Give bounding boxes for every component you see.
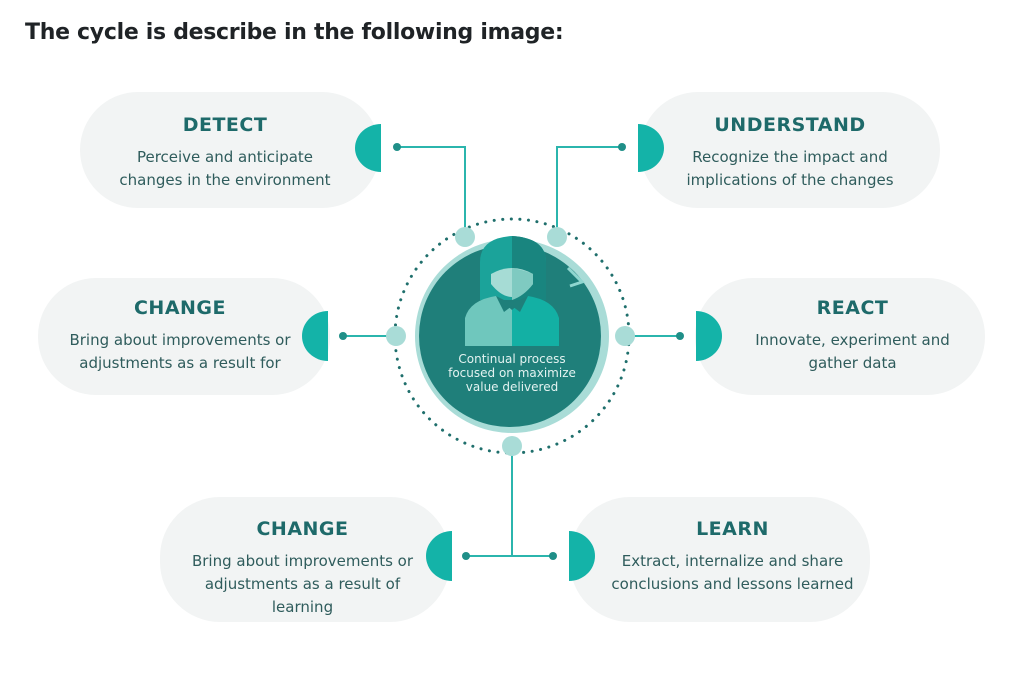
accent-react-icon (696, 311, 722, 361)
card-description: Bring about improvements or adjustments … (69, 331, 291, 372)
card-heading: CHANGE (256, 518, 349, 540)
card-description: Perceive and anticipate changes in the e… (119, 148, 331, 189)
card-understand: UNDERSTAND Recognize the impact and impl… (672, 114, 908, 192)
card-learn-bg (570, 497, 870, 622)
card-change-learning-bg (160, 497, 450, 622)
card-react-bg (695, 278, 985, 395)
accent-learn-icon (569, 531, 595, 581)
card-heading: CHANGE (133, 297, 227, 319)
accent-detect-icon (355, 124, 381, 172)
card-react: REACT Innovate, experiment and gather da… (745, 297, 960, 375)
card-detect-bg (80, 92, 380, 208)
center-caption: Continual process focused on maximize va… (448, 352, 576, 394)
card-change: CHANGE Bring about improvements or adjus… (50, 297, 310, 375)
accent-understand-icon (638, 124, 664, 172)
card-description: Extract, internalize and share conclusio… (611, 552, 854, 593)
card-change-bg (38, 278, 330, 395)
card-description: Bring about improvements or adjustments … (191, 552, 414, 616)
card-heading: DETECT (182, 114, 268, 136)
card-detect: DETECT Perceive and anticipate changes i… (110, 114, 340, 192)
page-title: The cycle is describe in the following i… (25, 20, 564, 45)
card-heading: UNDERSTAND (714, 114, 866, 136)
accent-change-learning-icon (426, 531, 452, 581)
card-understand-bg (640, 92, 940, 208)
card-description: Recognize the impact and implications of… (686, 148, 894, 189)
card-heading: REACT (816, 297, 889, 319)
card-change-learning: CHANGE Bring about improvements or adjus… (180, 518, 425, 619)
card-learn: LEARN Extract, internalize and share con… (600, 518, 865, 596)
person-icon (465, 236, 559, 346)
card-heading: LEARN (696, 518, 769, 540)
card-description: Innovate, experiment and gather data (755, 331, 950, 372)
accent-change-icon (302, 311, 328, 361)
